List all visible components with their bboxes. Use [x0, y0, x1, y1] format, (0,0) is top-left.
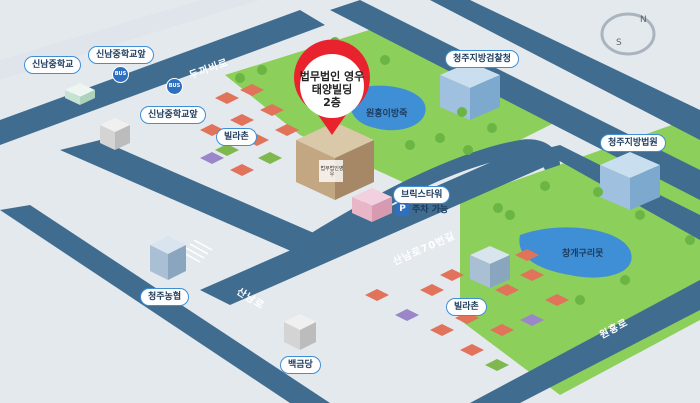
- pin-label: 법무법인 영우 태양빌딩 2층: [284, 70, 380, 109]
- compass-north-label: N: [640, 15, 647, 25]
- label-sinnam-bus-stop-2: 신남중학교앞: [140, 106, 206, 124]
- parking-icon: P: [396, 203, 409, 216]
- location-pin: [294, 39, 370, 135]
- wonheung-pond-shape: [349, 85, 426, 131]
- label-villa-north: 빌라촌: [216, 128, 257, 146]
- apartment-building: [470, 246, 510, 288]
- office-building-left: [100, 118, 130, 150]
- compass: N S: [600, 12, 656, 56]
- pin-label-line2: 태양빌딩: [311, 83, 353, 96]
- label-wonheung-pond: 원흥이방죽: [366, 109, 408, 119]
- bus-stop-icon: BUS: [112, 66, 129, 83]
- pin-label-line1: 법무법인 영우: [299, 70, 365, 83]
- changgaeguri-pond-shape: [519, 227, 632, 278]
- label-district-court: 청주지방법원: [600, 134, 666, 152]
- prosecutors-office-building: [440, 62, 500, 120]
- label-nonghyup: 청주농협: [140, 288, 190, 306]
- label-sinnam-middle-school: 신남중학교: [24, 56, 82, 74]
- bus-stop-icon: BUS: [166, 78, 183, 95]
- label-baekgeumdang: 백금당: [280, 356, 321, 374]
- bricks-tower-building: [352, 188, 392, 222]
- nonghyup-building: [150, 236, 186, 280]
- pin-label-line3: 2층: [323, 96, 341, 109]
- compass-south-label: S: [616, 38, 622, 48]
- building-sign: 법무법인영우: [320, 166, 344, 178]
- taeyang-building: [296, 122, 374, 200]
- parking-text: 주차 가능: [412, 205, 449, 215]
- label-changgaeguri-pond: 창개구리못: [562, 249, 604, 259]
- school-building: [65, 83, 95, 105]
- label-bricks-tower: 브릭스타워: [393, 186, 451, 204]
- compass-icon: [600, 12, 656, 56]
- baekgeumdang-building: [284, 314, 316, 350]
- district-court-building: [600, 152, 660, 210]
- label-villa-south: 빌라촌: [446, 298, 487, 316]
- label-prosecutors-office: 청주지방검찰청: [445, 50, 519, 68]
- villa-houses-north: [200, 84, 299, 176]
- label-sinnam-bus-stop-1: 신남중학교앞: [88, 46, 154, 64]
